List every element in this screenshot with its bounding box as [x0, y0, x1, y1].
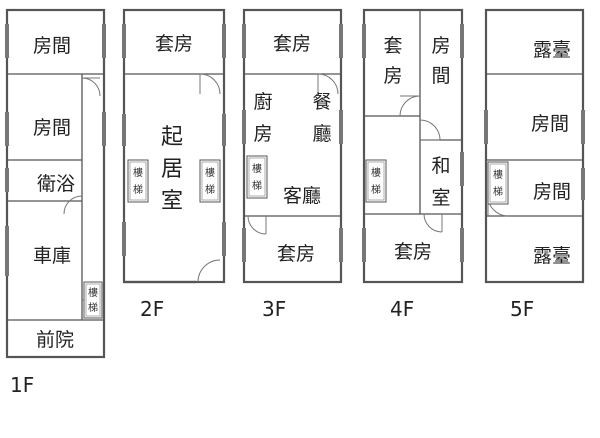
window	[222, 114, 226, 146]
window	[242, 228, 246, 262]
floor-label-3f: 3F	[262, 297, 286, 321]
stair-label-char: 梯	[493, 185, 503, 198]
floor-5f-plan: 樓 梯 露臺 房間 房間 露臺 5F	[484, 8, 585, 321]
room-label-2f-living-char: 起	[161, 125, 183, 150]
stair-label-char: 梯	[371, 183, 381, 196]
room-label-1f-bath: 衛浴	[37, 173, 75, 195]
room-label-4f-suite-bottom: 套房	[394, 241, 432, 263]
floor-label-2f: 2F	[140, 297, 164, 321]
floor-3f-plan: 樓 梯 套房 廚 房 餐 廳 客廳 套房 3F	[242, 8, 343, 321]
window	[5, 226, 9, 276]
window	[122, 24, 126, 58]
window	[242, 110, 246, 144]
room-label-3f-kitchen-char: 廚	[253, 90, 272, 113]
stair-5f	[487, 161, 509, 205]
room-label-3f-suite-top: 套房	[273, 33, 311, 55]
door-swing	[197, 259, 221, 283]
window	[242, 24, 246, 58]
stair-label-char: 樓	[88, 286, 98, 299]
door-swing	[199, 73, 221, 95]
window	[122, 222, 126, 256]
stair-2f-left	[127, 159, 149, 203]
stair-2f-right	[199, 159, 221, 203]
stair-label-char: 梯	[252, 179, 262, 192]
stair-label-char: 梯	[205, 183, 215, 196]
stair-label-char: 樓	[133, 166, 143, 179]
stair-label-char: 樓	[493, 168, 503, 181]
window	[339, 110, 343, 144]
door-swing	[423, 213, 443, 233]
door-swing	[63, 195, 83, 215]
stair-inner	[129, 161, 147, 201]
room-label-1f-room-top: 房間	[33, 35, 71, 57]
stair-4f	[365, 159, 387, 203]
room-label-1f-front-yard: 前院	[36, 329, 74, 351]
room-label-1f-room-mid: 房間	[33, 117, 71, 139]
window	[5, 112, 9, 146]
window	[581, 168, 585, 200]
window	[460, 24, 464, 58]
window	[460, 152, 464, 186]
room-label-4f-suite-top-char: 房	[383, 65, 402, 87]
stair-1f	[83, 281, 103, 319]
room-label-4f-japanese-char: 室	[431, 187, 450, 209]
stair-label-char: 樓	[252, 162, 262, 175]
room-label-3f-dining-char: 餐	[312, 91, 331, 113]
room-label-3f-kitchen-char: 房	[253, 123, 272, 145]
floor-label-4f: 4F	[390, 297, 414, 321]
floor-4f-plan: 樓 梯 套 房 房 間 和 室 套房 4F	[362, 8, 464, 321]
floor-label-5f: 5F	[510, 297, 534, 321]
floor-1f-plan: 樓 梯 房間 房間 衛浴 車庫 前院 1F	[5, 8, 106, 397]
stair-label-char: 樓	[371, 166, 381, 179]
room-label-2f-living-char: 居	[161, 157, 183, 182]
room-label-4f-room-char: 間	[431, 65, 450, 87]
window	[581, 110, 585, 144]
room-label-5f-room-b: 房間	[533, 181, 571, 203]
window	[460, 228, 464, 262]
room-label-4f-suite-top-char: 套	[383, 35, 402, 57]
room-label-5f-room-a: 房間	[531, 113, 569, 135]
stair-inner	[248, 157, 266, 197]
window	[362, 228, 366, 262]
room-label-5f-terrace-top: 露臺	[533, 39, 571, 61]
stair-label-char: 樓	[205, 166, 215, 179]
room-label-5f-terrace-bottom: 露臺	[533, 245, 571, 267]
room-label-2f-suite: 套房	[155, 33, 193, 55]
stair-inner	[367, 161, 385, 201]
door-swing	[419, 119, 441, 141]
window	[339, 24, 343, 58]
stair-inner	[201, 161, 219, 201]
room-label-3f-living: 客廳	[283, 185, 321, 207]
window	[222, 24, 226, 58]
floor-3f-outline	[242, 8, 343, 284]
window	[122, 114, 126, 146]
stair-3f	[246, 155, 268, 199]
room-label-4f-room-char: 房	[431, 35, 450, 57]
floor-2f-plan: 樓 梯 樓 梯 套房 起 居 室 2F	[122, 8, 226, 321]
window	[5, 24, 9, 58]
door-swing	[247, 215, 267, 235]
window	[5, 168, 9, 192]
window	[102, 112, 106, 146]
window	[362, 24, 366, 58]
window	[102, 24, 106, 58]
room-label-3f-suite-bottom: 套房	[277, 243, 315, 265]
window	[222, 222, 226, 256]
floor-label-1f: 1F	[10, 373, 34, 397]
window	[484, 110, 488, 144]
room-label-4f-japanese-char: 和	[431, 155, 450, 177]
door-swing	[317, 73, 339, 95]
stair-label-char: 梯	[88, 301, 98, 314]
window	[339, 228, 343, 262]
floor-5f-outline	[484, 8, 585, 284]
stair-label-char: 梯	[133, 183, 143, 196]
stair-inner	[85, 283, 101, 317]
room-label-1f-garage: 車庫	[33, 245, 71, 267]
room-label-2f-living-char: 室	[161, 189, 183, 214]
floor-4f-outline	[362, 8, 464, 284]
room-label-3f-dining-char: 廳	[312, 123, 331, 145]
stair-inner	[489, 163, 507, 203]
